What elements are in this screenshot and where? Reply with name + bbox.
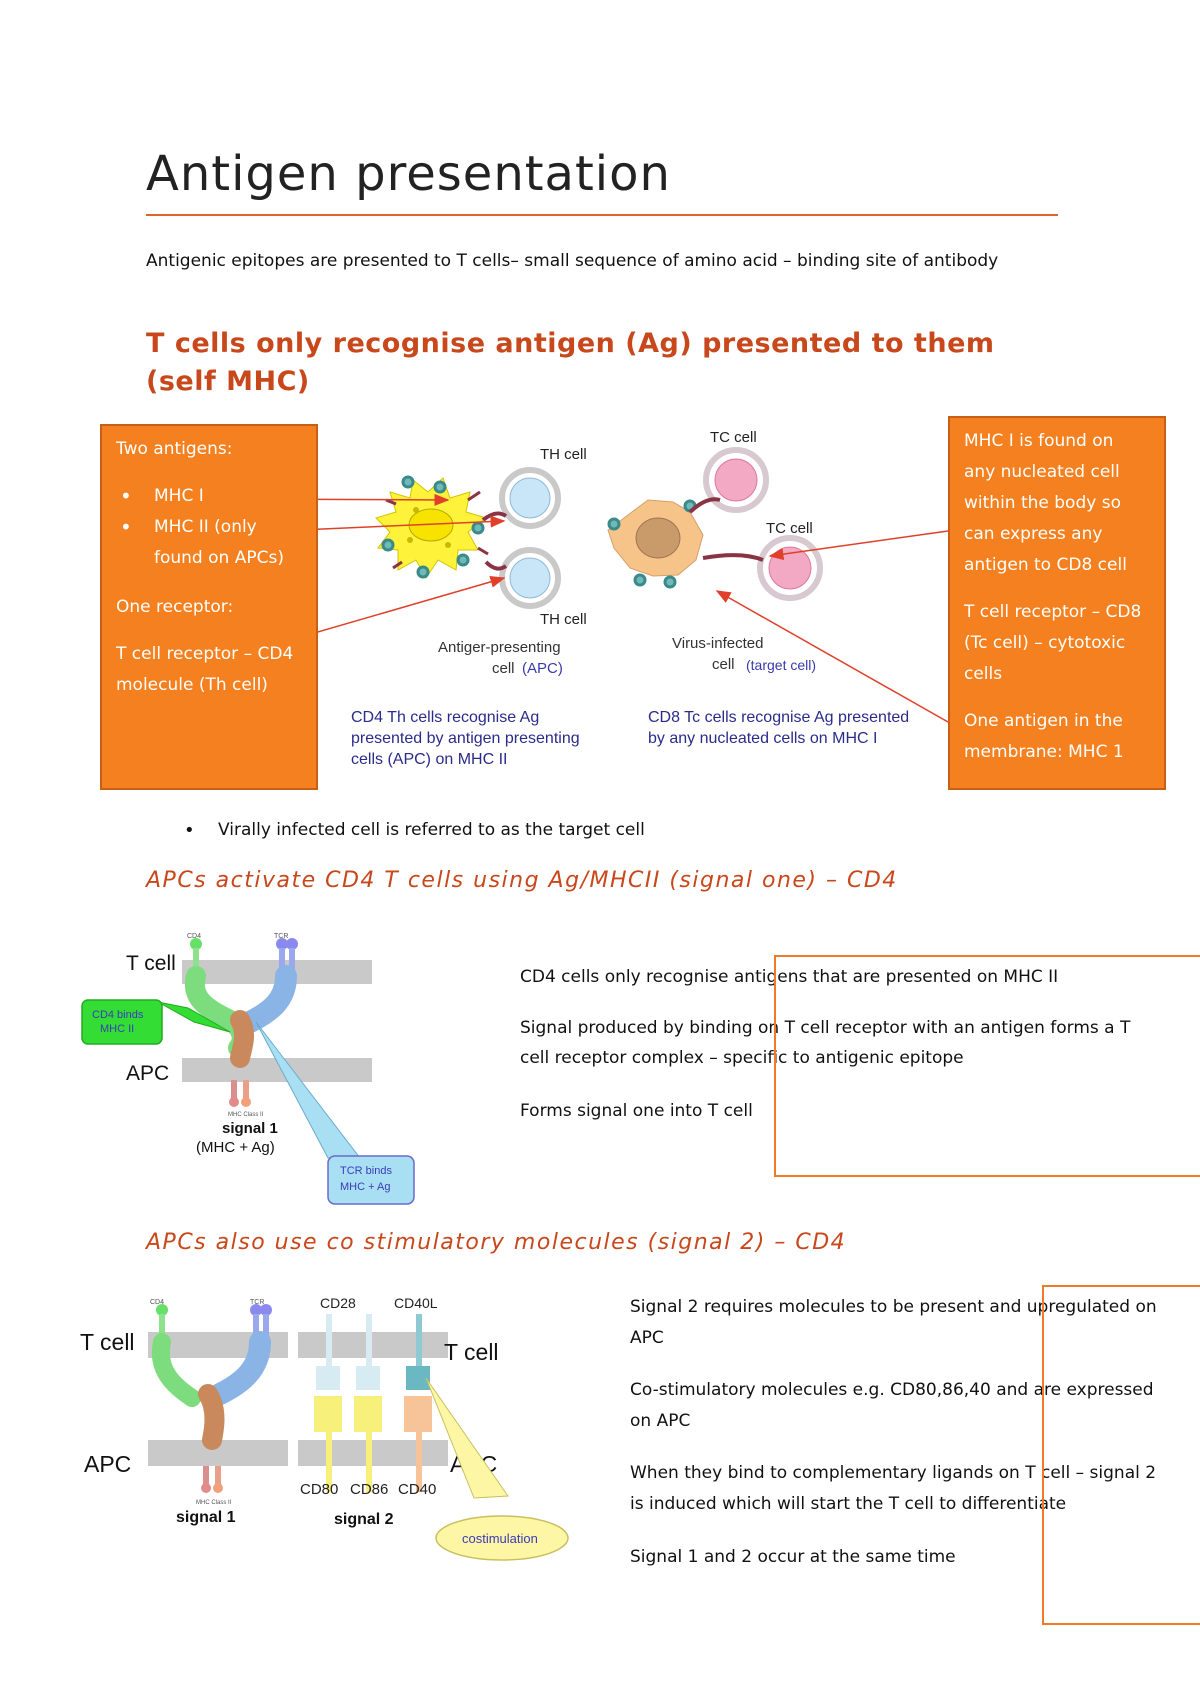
right-box-p2: T cell receptor – CD8 (Tc cell) – cytoto… <box>964 597 1150 690</box>
right-note-box: MHC I is found on any nucleated cell wit… <box>948 416 1166 790</box>
mhc-class-small-label: MHC Class II <box>228 1112 264 1118</box>
tcr-small-label: TCR <box>274 933 288 940</box>
left-box-list: MHC I MHC II (only found on APCs) <box>116 481 302 574</box>
mhc-ag-label: (MHC + Ag) <box>196 1139 275 1156</box>
signal2-para-3b: is induced which will start the T cell t… <box>630 1489 1066 1520</box>
cd80-label: CD80 <box>300 1481 338 1498</box>
cd40-label: CD40 <box>398 1481 436 1498</box>
signal2-fig-signal1: signal 1 <box>176 1509 236 1526</box>
left-box-item-mhc2: MHC II (only found on APCs) <box>150 512 302 574</box>
cd28-label: CD28 <box>320 1295 356 1311</box>
apc-label: APC <box>126 1062 169 1085</box>
left-box-receptor-heading: One receptor: <box>116 592 302 623</box>
heading-signal-one: APCs activate CD4 T cells using Ag/MHCII… <box>146 868 898 893</box>
signal2-tcell-left: T cell <box>80 1329 135 1355</box>
signal2-para-2b: on APC <box>630 1406 690 1437</box>
signal2-figure: CD4 TCR MHC Class II CD28 CD40L T cell T… <box>70 1290 590 1580</box>
signal-1-label: signal 1 <box>222 1120 278 1137</box>
costimulation-label: costimulation <box>462 1531 538 1546</box>
cd4-small-label: CD4 <box>187 933 201 940</box>
tcr-binds-callout: TCR binds MHC + Ag <box>256 1022 414 1204</box>
tcr-binds-line2: MHC + Ag <box>340 1181 390 1193</box>
arrow-mhc2 <box>300 521 504 530</box>
left-box-intro: Two antigens: <box>116 434 302 465</box>
signal2-fig-signal2: signal 2 <box>334 1511 394 1528</box>
t-cell-label: T cell <box>126 952 176 975</box>
signal2-para-4: Signal 1 and 2 occur at the same time <box>630 1542 956 1573</box>
cd4-binds-line2: MHC II <box>100 1023 134 1035</box>
cd40l-label: CD40L <box>394 1295 438 1311</box>
signal2-tcell-right: T cell <box>444 1339 499 1365</box>
tcr-binds-line1: TCR binds <box>340 1165 392 1177</box>
left-note-box: Two antigens: MHC I MHC II (only found o… <box>100 424 318 790</box>
signal2-cd4-small: CD4 <box>150 1299 164 1306</box>
bullet-dot: • <box>184 820 195 841</box>
bullet-virus-text: Virally infected cell is referred to as … <box>218 820 645 840</box>
right-tcell-membrane <box>298 1332 448 1358</box>
right-box-p3: One antigen in the membrane: MHC 1 <box>964 706 1150 768</box>
signal1-para-3: Forms signal one into T cell <box>520 1096 753 1127</box>
signal1-figure: CD4 TCR MHC Class II T cell APC CD4 bind… <box>70 930 430 1210</box>
arrow-mhc1-right <box>770 531 948 556</box>
right-box-p1: MHC I is found on any nucleated cell wit… <box>964 426 1150 581</box>
signal2-mhc-small: MHC Class II <box>196 1500 232 1506</box>
cd86-label: CD86 <box>350 1481 388 1498</box>
arrow-membrane <box>717 591 948 722</box>
signal2-apc-left: APC <box>84 1451 131 1477</box>
right-apc-membrane <box>298 1440 448 1466</box>
heading-signal-two: APCs also use co stimulatory molecules (… <box>146 1230 846 1255</box>
signal2-para-1b: APC <box>630 1323 664 1354</box>
left-box-item-mhc1: MHC I <box>150 481 302 512</box>
signal1-outline-box <box>774 955 1200 1177</box>
signal2-outline-box <box>1042 1285 1200 1625</box>
cd4-binds-line1: CD4 binds <box>92 1009 144 1021</box>
left-box-receptor-text: T cell receptor – CD4 molecule (Th cell) <box>116 639 302 701</box>
signal2-tcr-small: TCR <box>250 1299 264 1306</box>
